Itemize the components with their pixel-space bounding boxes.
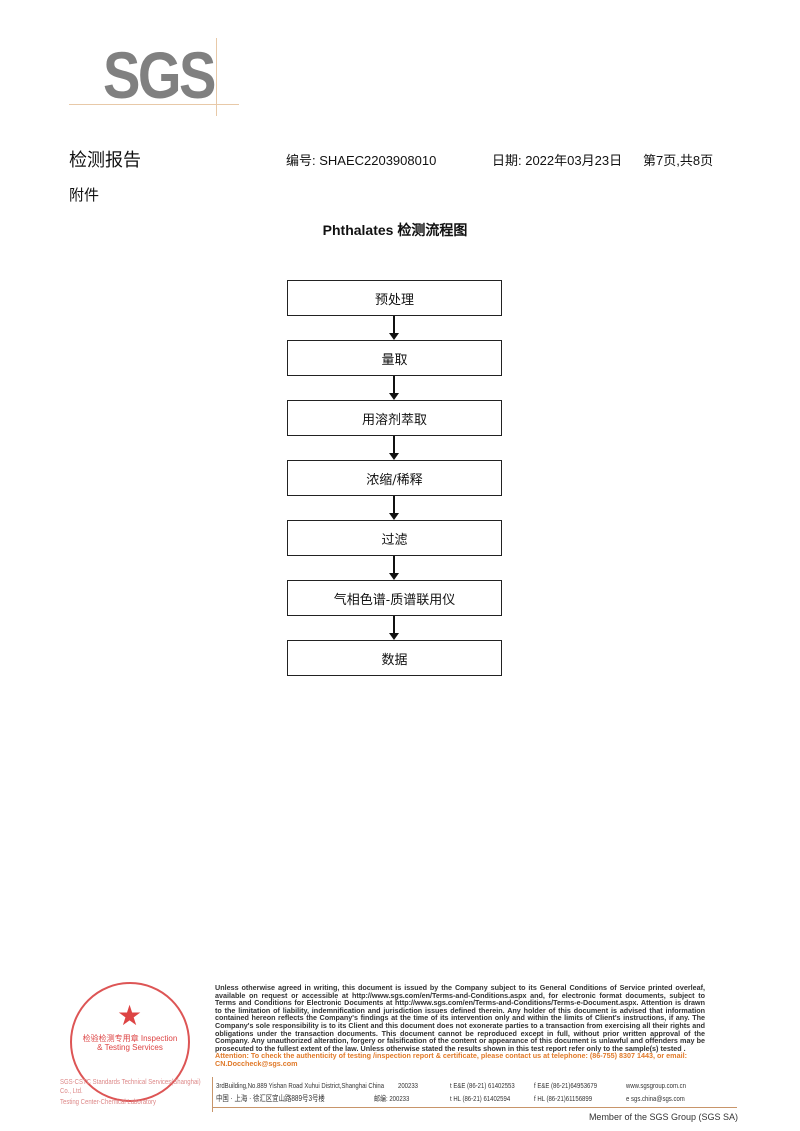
email: e sgs.china@sgs.com (626, 1094, 685, 1103)
report-title: 检测报告 (69, 150, 141, 170)
fax-hl: f HL (86-21)61156899 (534, 1094, 593, 1103)
company-name: SGS-CSTC Standards Technical Services(Sh… (60, 1077, 201, 1095)
star-icon: ★ (117, 1000, 143, 1031)
sgs-logo: SGS (103, 38, 216, 112)
zip-en: 200233 (398, 1081, 419, 1090)
tel-hl: t HL (86-21) 61402594 (450, 1094, 511, 1103)
flow-step: 量取 (287, 340, 502, 376)
address-cn: 中国 · 上海 · 徐汇区宜山路889号3号楼 (216, 1094, 325, 1103)
page-number: 第7页,共8页 (643, 153, 714, 168)
flow-arrow (389, 376, 399, 400)
footer-rule (212, 1107, 737, 1108)
flow-arrow (389, 496, 399, 520)
flow-arrow (389, 436, 399, 460)
report-number: 编号: SHAEC2203908010 (286, 153, 437, 168)
attachment-label: 附件 (69, 187, 100, 204)
address-divider (212, 1077, 213, 1112)
address-en: 3rdBuilding,No.889 Yishan Road Xuhui Dis… (216, 1081, 385, 1090)
flow-step: 数据 (287, 640, 502, 676)
legal-disclaimer: Unless otherwise agreed in writing, this… (215, 983, 705, 1053)
flow-arrow (389, 616, 399, 640)
flowchart-title: Phthalates 检测流程图 (322, 222, 468, 238)
logo-rule (69, 104, 239, 105)
report-date: 日期: 2022年03月23日 (492, 153, 623, 168)
company-seal: ★ 检验检测专用章 Inspection & Testing Services (70, 982, 190, 1102)
tel-ee: t E&E (86-21) 61402553 (450, 1081, 515, 1090)
flow-arrow (389, 316, 399, 340)
lab-name: Testing Center-Chemical Laboratory (60, 1097, 157, 1106)
flow-step: 预处理 (287, 280, 502, 316)
website: www.sgsgroup.com.cn (626, 1081, 687, 1090)
zip-cn: 邮编: 200233 (374, 1094, 410, 1103)
flow-step: 用溶剂萃取 (287, 400, 502, 436)
legal-block: Unless otherwise agreed in writing, this… (215, 984, 705, 1068)
flow-step: 过滤 (287, 520, 502, 556)
authenticity-notice: Attention: To check the authenticity of … (215, 1051, 687, 1068)
member-statement: Member of the SGS Group (SGS SA) (588, 1112, 738, 1122)
fax-ee: f E&E (86-21)64953679 (534, 1081, 598, 1090)
seal-text: 检验检测专用章 Inspection & Testing Services (82, 1034, 178, 1052)
flow-step: 气相色谱-质谱联用仪 (287, 580, 502, 616)
flow-arrow (389, 556, 399, 580)
flow-step: 浓缩/稀释 (287, 460, 502, 496)
logo-rule-vertical (216, 38, 217, 116)
